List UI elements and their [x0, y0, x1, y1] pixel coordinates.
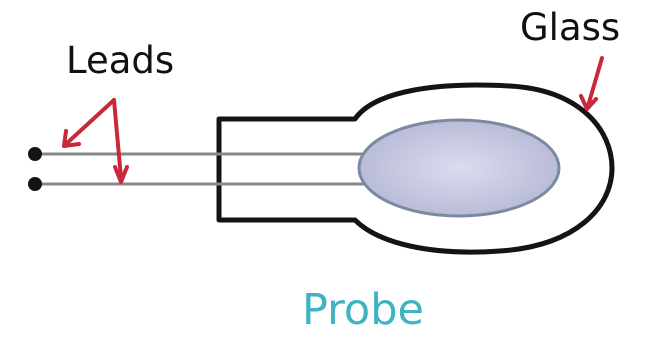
- glass-label: Glass: [520, 6, 621, 49]
- lead-terminal-top: [28, 147, 42, 161]
- leads-label: Leads: [66, 39, 175, 82]
- glass-arrow: [579, 56, 604, 111]
- probe-label: Probe: [302, 285, 424, 335]
- lead-terminal-bottom: [28, 177, 42, 191]
- sensing-bead: [357, 118, 561, 218]
- leads-arrow: [62, 98, 129, 184]
